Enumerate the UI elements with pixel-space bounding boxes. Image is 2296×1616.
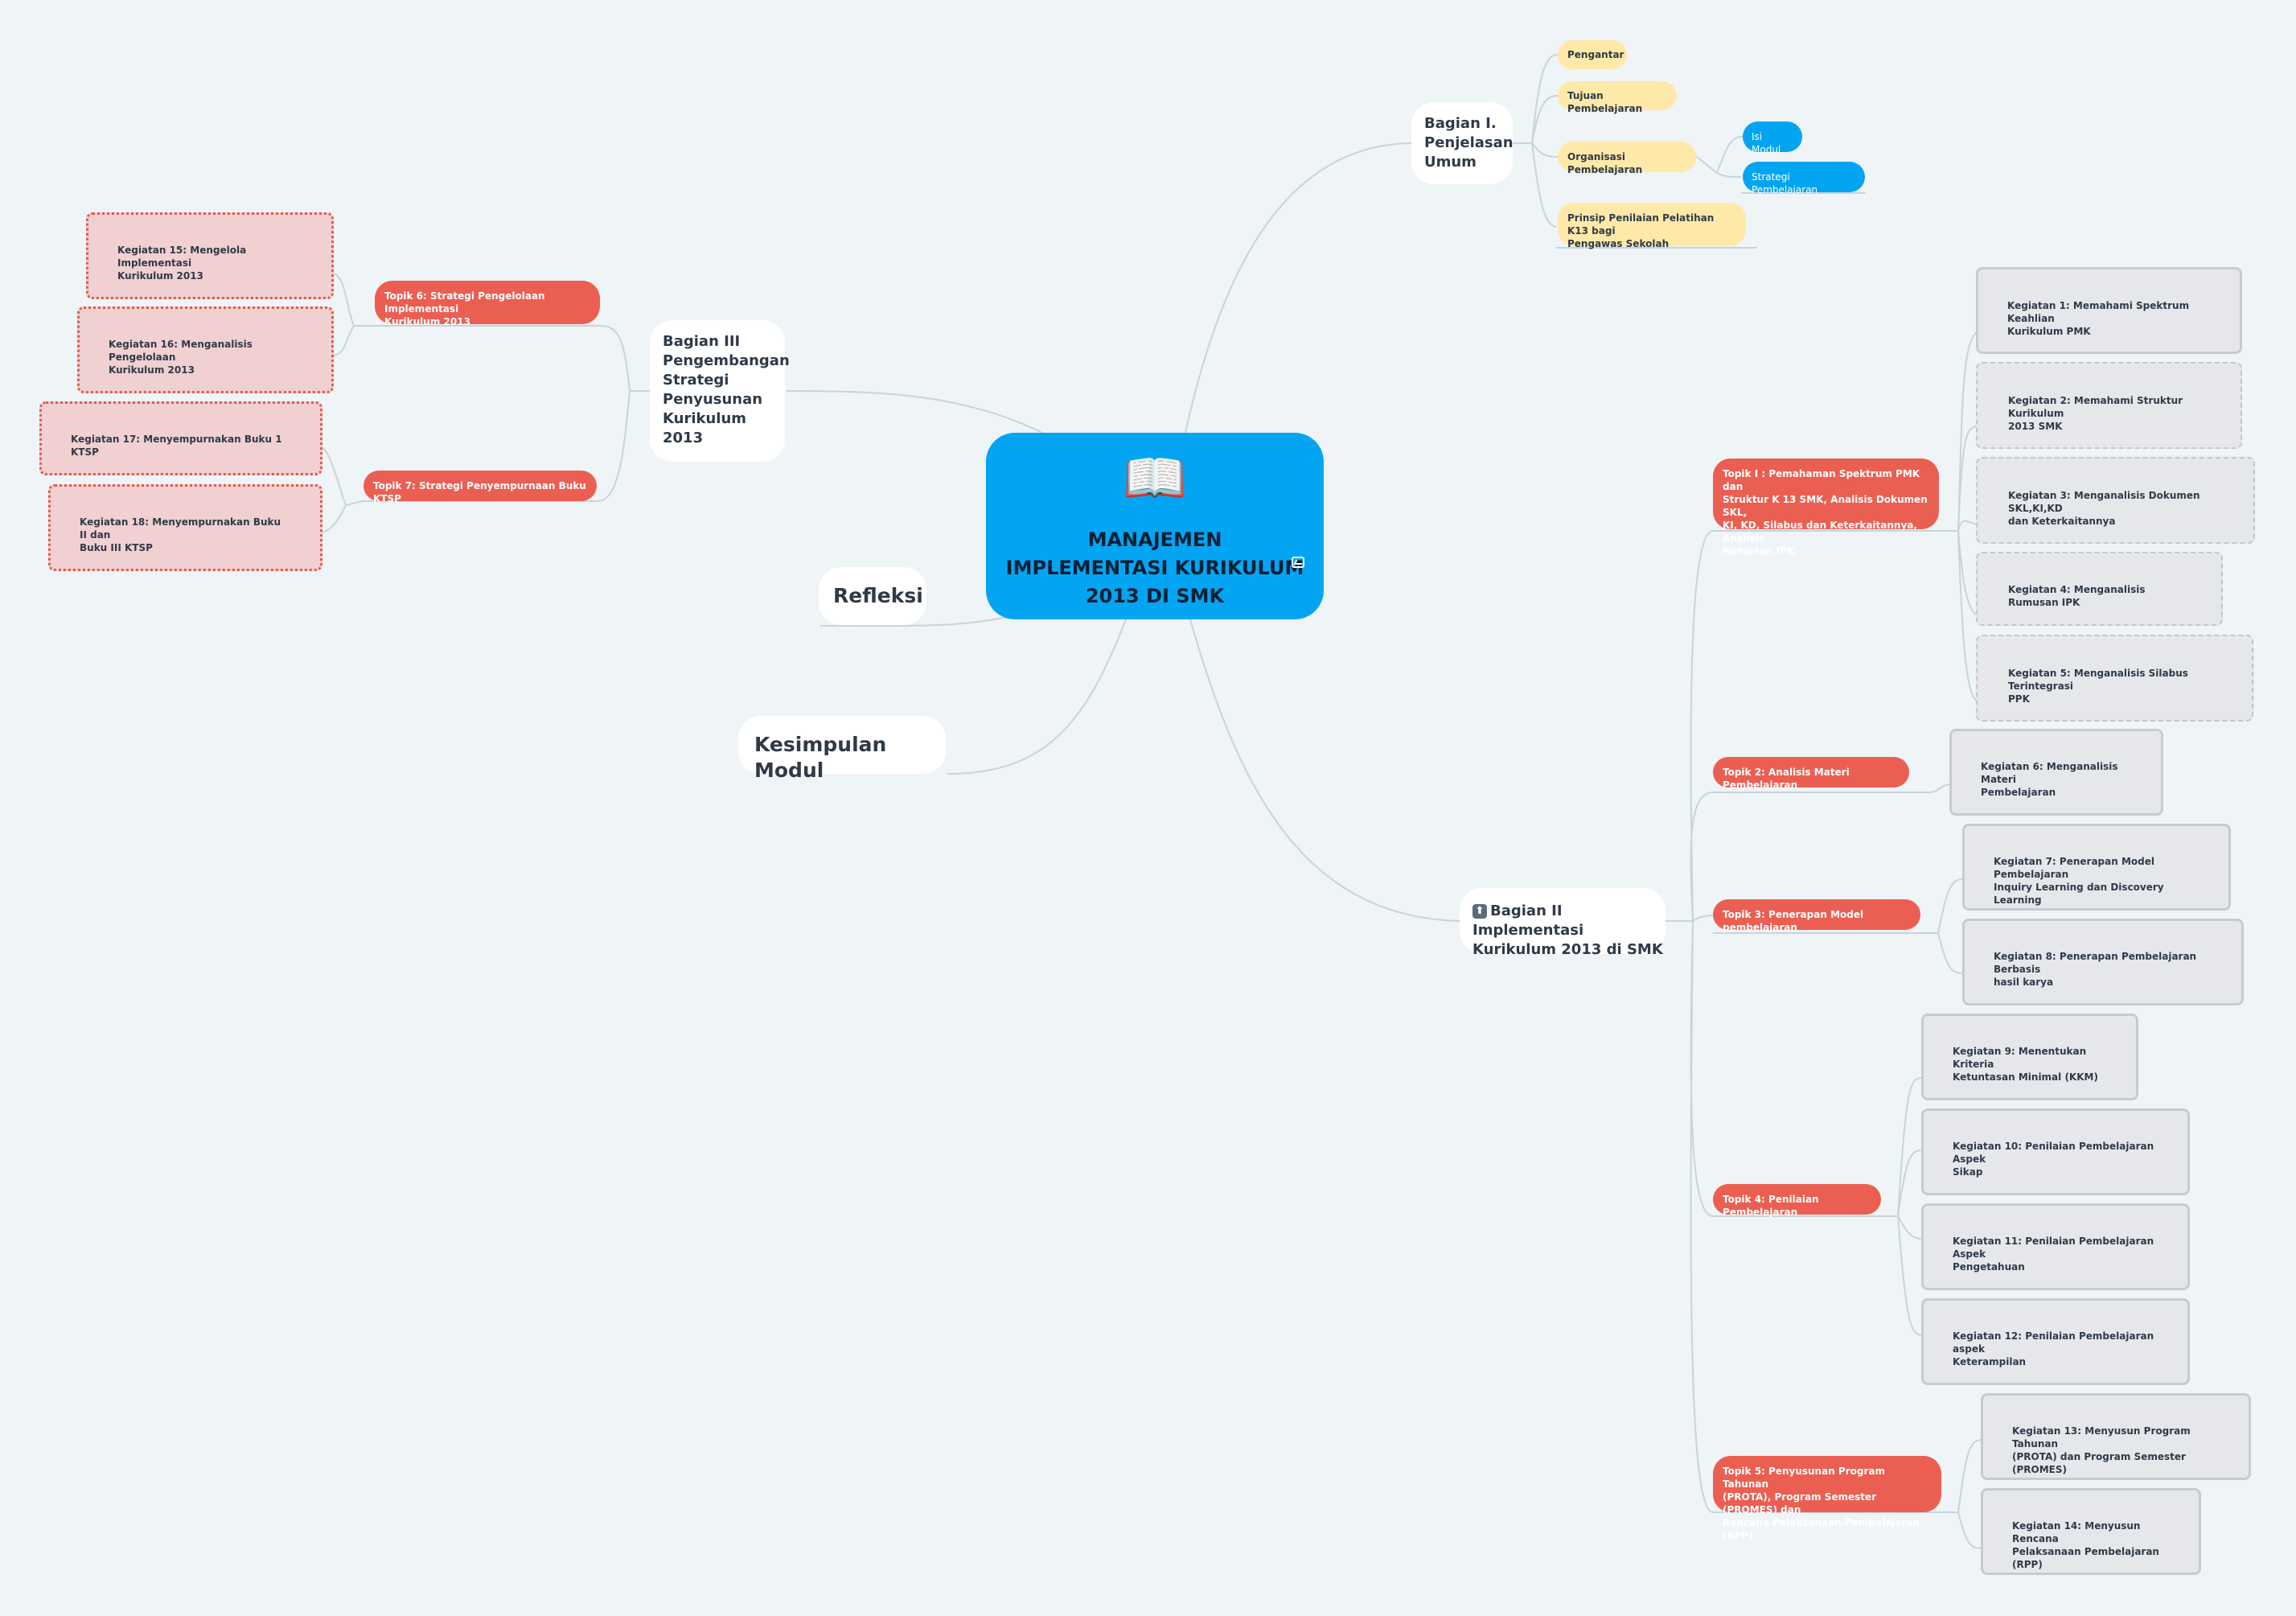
activity-7[interactable]: Kegiatan 7: Penerapan Model Pembelajaran… [1962, 824, 2231, 911]
subtopic-label: Strategi Pembelajaran [1752, 171, 1818, 195]
topic-3-node[interactable]: Topik 3: Penerapan Model pembelajaran [1713, 899, 1920, 933]
activity-label: Kegiatan 1: Memahami Spektrum Keahlian K… [2007, 300, 2190, 337]
subtopic-label: Prinsip Penilaian Pelatihan K13 bagi Pen… [1567, 212, 1715, 249]
image-icon[interactable] [1292, 557, 1304, 568]
central-topic[interactable]: 📖 MANAJEMEN IMPLEMENTASI KURIKULUM 2013 … [986, 433, 1324, 619]
bagian-3-label: Bagian III Pengembangan Strategi Penyusu… [663, 333, 790, 446]
activity-4[interactable]: Kegiatan 4: Menganalisis Rumusan IPK [1976, 552, 2223, 626]
activity-label: Kegiatan 16: Menganalisis Pengelolaan Ku… [109, 339, 253, 376]
activity-6[interactable]: Kegiatan 6: Menganalisis Materi Pembelaj… [1949, 729, 2163, 816]
topic-2-node[interactable]: Topik 2: Analisis Materi Pembelajaran [1713, 757, 1909, 791]
subtopic-tujuan[interactable]: Tujuan Pembelajaran [1558, 81, 1677, 114]
activity-label: Kegiatan 12: Penilaian Pembelajaran aspe… [1953, 1330, 2154, 1367]
activity-label: Kegiatan 2: Memahami Struktur Kurikulum … [2008, 395, 2183, 432]
activity-13[interactable]: Kegiatan 13: Menyusun Program Tahunan (P… [1981, 1393, 2251, 1480]
activity-5[interactable]: Kegiatan 5: Menganalisis Silabus Terinte… [1976, 635, 2253, 722]
activity-3[interactable]: Kegiatan 3: Menganalisis Dokumen SKL,KI,… [1976, 457, 2255, 544]
topic-label: Topik 3: Penerapan Model pembelajaran [1723, 909, 1864, 933]
kesimpulan-label: Kesimpulan Modul [754, 733, 887, 782]
activity-label: Kegiatan 7: Penerapan Model Pembelajaran… [1994, 856, 2164, 906]
activity-label: Kegiatan 5: Menganalisis Silabus Terinte… [2008, 668, 2188, 705]
activity-label: Kegiatan 4: Menganalisis Rumusan IPK [2008, 584, 2146, 608]
activity-10[interactable]: Kegiatan 10: Penilaian Pembelajaran Aspe… [1921, 1108, 2190, 1195]
activity-11[interactable]: Kegiatan 11: Penilaian Pembelajaran Aspe… [1921, 1203, 2190, 1290]
central-topic-title: MANAJEMEN IMPLEMENTASI KURIKULUM 2013 DI… [1005, 528, 1304, 607]
subtopic-prinsip[interactable]: Prinsip Penilaian Pelatihan K13 bagi Pen… [1558, 203, 1746, 249]
activity-label: Kegiatan 17: Menyempurnakan Buku 1 KTSP [71, 434, 282, 458]
subtopic-label: Organisasi Pembelajaran [1567, 151, 1643, 175]
subtopic-organisasi[interactable]: Organisasi Pembelajaran [1558, 142, 1696, 175]
activity-2[interactable]: Kegiatan 2: Memahami Struktur Kurikulum … [1976, 362, 2242, 449]
bagian-3-node[interactable]: Bagian III Pengembangan Strategi Penyusu… [650, 320, 790, 462]
topic-label: Topik 4: Penilaian Pembelajaran [1723, 1194, 1819, 1218]
bagian-2-label: Bagian II Implementasi Kurikulum 2013 di… [1472, 903, 1663, 958]
activity-9[interactable]: Kegiatan 9: Menentukan Kriteria Ketuntas… [1921, 1014, 2138, 1100]
topic-7-node[interactable]: Topik 7: Strategi Penyempurnaan Buku KTS… [363, 471, 597, 504]
subtopic-pengantar[interactable]: Pengantar [1558, 40, 1627, 69]
topic-label: Topik I : Pemahaman Spektrum PMK dan Str… [1723, 468, 1928, 557]
kesimpulan-node[interactable]: Kesimpulan Modul [738, 716, 946, 782]
subtopic-label: Isi Modul [1752, 131, 1781, 155]
open-book-icon: 📖 [1123, 449, 1187, 508]
activity-label: Kegiatan 9: Menentukan Kriteria Ketuntas… [1953, 1046, 2098, 1083]
bagian-1-label: Bagian I. Penjelasan Umum [1424, 115, 1514, 171]
refleksi-label: Refleksi [833, 584, 923, 607]
activity-8[interactable]: Kegiatan 8: Penerapan Pembelajaran Berba… [1962, 919, 2244, 1005]
topic-label: Topik 5: Penyusunan Program Tahunan (PRO… [1723, 1466, 1920, 1541]
topic-4-node[interactable]: Topik 4: Penilaian Pembelajaran [1713, 1184, 1881, 1218]
activity-15[interactable]: Kegiatan 15: Mengelola Implementasi Kuri… [86, 212, 334, 299]
topic-1-node[interactable]: Topik I : Pemahaman Spektrum PMK dan Str… [1713, 458, 1939, 557]
activity-label: Kegiatan 8: Penerapan Pembelajaran Berba… [1994, 951, 2197, 988]
bagian-2-node[interactable]: ⬆Bagian II Implementasi Kurikulum 2013 d… [1460, 888, 1666, 958]
activity-16[interactable]: Kegiatan 16: Menganalisis Pengelolaan Ku… [77, 306, 334, 393]
activity-1[interactable]: Kegiatan 1: Memahami Spektrum Keahlian K… [1976, 267, 2242, 354]
activity-12[interactable]: Kegiatan 12: Penilaian Pembelajaran aspe… [1921, 1298, 2190, 1385]
activity-label: Kegiatan 15: Mengelola Implementasi Kuri… [117, 245, 247, 282]
arrow-up-icon: ⬆ [1472, 904, 1487, 919]
topic-label: Topik 2: Analisis Materi Pembelajaran [1723, 767, 1850, 791]
refleksi-node[interactable]: Refleksi [819, 567, 926, 625]
subtopic-strategi-pembelajaran[interactable]: Strategi Pembelajaran [1743, 162, 1865, 195]
topic-6-node[interactable]: Topik 6: Strategi Pengelolaan Implementa… [375, 281, 600, 327]
subtopic-label: Pengantar [1567, 49, 1624, 60]
activity-label: Kegiatan 3: Menganalisis Dokumen SKL,KI,… [2008, 490, 2200, 527]
topic-5-node[interactable]: Topik 5: Penyusunan Program Tahunan (PRO… [1713, 1456, 1941, 1541]
activity-label: Kegiatan 14: Menyusun Rencana Pelaksanaa… [2012, 1520, 2159, 1570]
topic-label: Topik 7: Strategi Penyempurnaan Buku KTS… [373, 480, 586, 504]
activity-label: Kegiatan 10: Penilaian Pembelajaran Aspe… [1953, 1141, 2154, 1178]
activity-label: Kegiatan 11: Penilaian Pembelajaran Aspe… [1953, 1236, 2154, 1273]
activity-label: Kegiatan 18: Menyempurnakan Buku II dan … [80, 516, 281, 553]
activity-label: Kegiatan 6: Menganalisis Materi Pembelaj… [1981, 761, 2118, 798]
topic-label: Topik 6: Strategi Pengelolaan Implementa… [384, 290, 545, 327]
activity-14[interactable]: Kegiatan 14: Menyusun Rencana Pelaksanaa… [1981, 1488, 2201, 1575]
activity-18[interactable]: Kegiatan 18: Menyempurnakan Buku II dan … [48, 484, 322, 571]
activity-label: Kegiatan 13: Menyusun Program Tahunan (P… [2012, 1425, 2191, 1475]
activity-17[interactable]: Kegiatan 17: Menyempurnakan Buku 1 KTSP [39, 401, 322, 475]
subtopic-label: Tujuan Pembelajaran [1567, 90, 1643, 114]
subtopic-isi-modul[interactable]: Isi Modul [1743, 121, 1802, 155]
bagian-1-node[interactable]: Bagian I. Penjelasan Umum [1411, 102, 1514, 184]
